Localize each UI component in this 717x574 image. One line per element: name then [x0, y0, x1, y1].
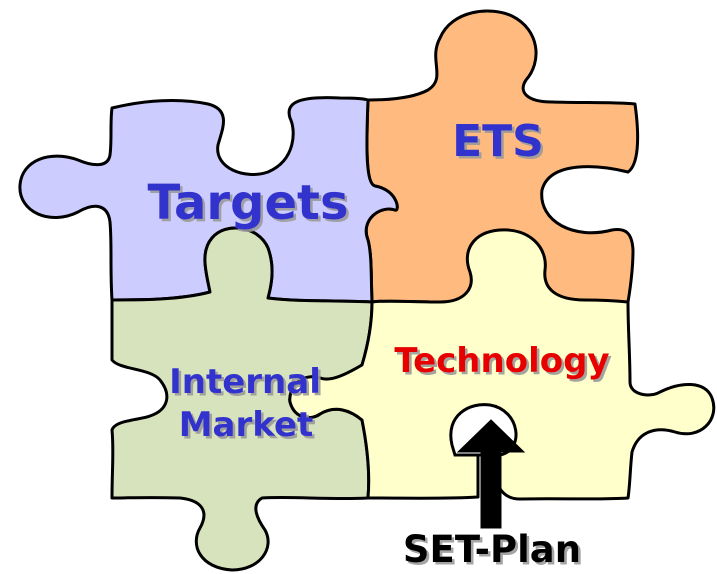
set-plan-arrow: [456, 419, 526, 529]
internal-market-label-line2: Market: [179, 405, 314, 445]
technology-piece: [288, 228, 716, 501]
internal-market-label-line1: Internal: [169, 362, 321, 402]
targets-label: Targets: [147, 175, 348, 231]
technology-label: Technology: [394, 341, 609, 381]
ets-label: ETS: [452, 116, 544, 167]
set-plan-label: SET-Plan: [403, 528, 581, 571]
